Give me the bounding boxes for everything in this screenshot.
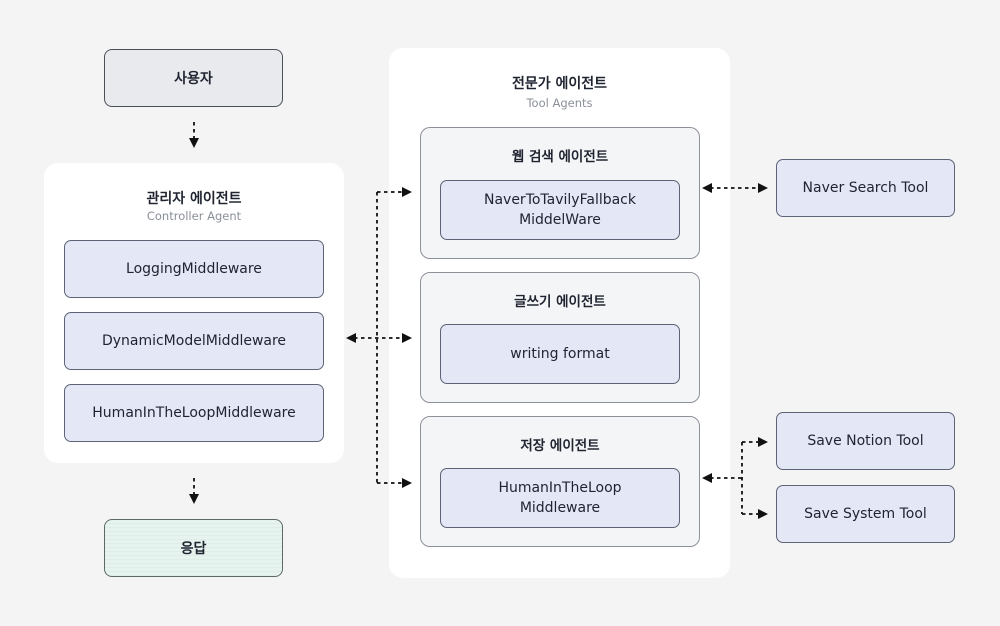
response-label: 응답 bbox=[180, 541, 207, 557]
middleware-label: writing format bbox=[510, 346, 610, 362]
naver-search-tool: Naver Search Tool bbox=[776, 159, 955, 217]
controller-agent-subtitle: Controller Agent bbox=[146, 209, 242, 223]
user-node: 사용자 bbox=[104, 49, 283, 107]
tool-label: Save System Tool bbox=[804, 506, 927, 522]
storage-hitl-middleware: HumanInTheLoop Middleware bbox=[440, 468, 680, 528]
writing-agent: 글쓰기 에이전트 writing format bbox=[420, 272, 700, 403]
controller-agent-panel: 관리자 에이전트 Controller Agent LoggingMiddlew… bbox=[44, 163, 344, 463]
expert-agents-subtitle: Tool Agents bbox=[526, 96, 593, 110]
middleware-label: HumanInTheLoopMiddleware bbox=[92, 405, 296, 421]
web-search-agent-title: 웹 검색 에이전트 bbox=[511, 149, 609, 165]
save-system-tool: Save System Tool bbox=[776, 485, 955, 543]
human-in-the-loop-middleware: HumanInTheLoopMiddleware bbox=[64, 384, 324, 442]
expert-agents-panel: 전문가 에이전트 Tool Agents 웹 검색 에이전트 NaverToTa… bbox=[389, 48, 730, 578]
dynamic-model-middleware: DynamicModelMiddleware bbox=[64, 312, 324, 370]
tool-label: Save Notion Tool bbox=[807, 433, 924, 449]
logging-middleware: LoggingMiddleware bbox=[64, 240, 324, 298]
middleware-label: DynamicModelMiddleware bbox=[101, 333, 287, 349]
middleware-label: NaverToTavilyFallback MiddelWare bbox=[483, 192, 636, 228]
storage-agent-title: 저장 에이전트 bbox=[520, 438, 600, 454]
storage-agent: 저장 에이전트 HumanInTheLoop Middleware bbox=[420, 416, 700, 547]
writing-agent-title: 글쓰기 에이전트 bbox=[514, 294, 606, 310]
tool-label: Naver Search Tool bbox=[802, 180, 929, 196]
middleware-label: LoggingMiddleware bbox=[126, 261, 262, 277]
web-search-agent: 웹 검색 에이전트 NaverToTavilyFallback MiddelWa… bbox=[420, 127, 700, 259]
save-notion-tool: Save Notion Tool bbox=[776, 412, 955, 470]
writing-format-middleware: writing format bbox=[440, 324, 680, 384]
middleware-label: HumanInTheLoop Middleware bbox=[498, 480, 622, 516]
response-node: 응답 bbox=[104, 519, 283, 577]
user-label: 사용자 bbox=[174, 71, 213, 87]
controller-agent-title: 관리자 에이전트 bbox=[146, 191, 242, 207]
expert-agents-title: 전문가 에이전트 bbox=[511, 76, 608, 92]
fallback-middleware: NaverToTavilyFallback MiddelWare bbox=[440, 180, 680, 240]
